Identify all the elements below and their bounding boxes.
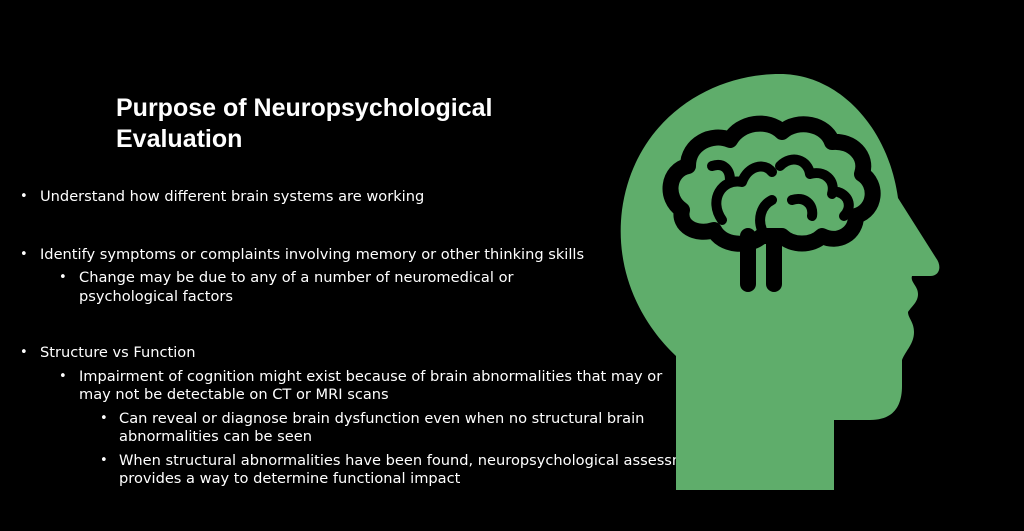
- bullet-text: Identify symptoms or complaints involvin…: [40, 245, 585, 263]
- bullet-marker: •: [20, 189, 28, 204]
- bullet-item: • Identify symptoms or complaints involv…: [20, 246, 640, 265]
- bullet-list: • Understand how different brain systems…: [20, 188, 710, 489]
- bullet-text: Can reveal or diagnose brain dysfunction…: [119, 409, 645, 446]
- bullet-marker: •: [100, 452, 108, 468]
- bullet-text: When structural abnormalities have been …: [119, 451, 711, 488]
- bullet-text: Impairment of cognition might exist beca…: [79, 367, 663, 404]
- brain-icon: [662, 115, 881, 292]
- bullet-text: Understand how different brain systems a…: [40, 188, 425, 205]
- bullet-item: • Understand how different brain systems…: [20, 188, 640, 207]
- bullet-text: Structure vs Function: [40, 344, 196, 361]
- brain-fold: [755, 194, 818, 235]
- brain-fold: [707, 160, 735, 185]
- head-with-brain-icon: [620, 74, 940, 490]
- brain-stem: [740, 228, 782, 292]
- brain-fold: [775, 154, 838, 199]
- brain-fold: [833, 187, 854, 221]
- bullet-marker: •: [59, 270, 67, 285]
- bullet-marker: •: [20, 345, 28, 360]
- bullet-marker: •: [100, 410, 108, 426]
- bullet-item: • Structure vs Function: [20, 344, 640, 363]
- sub-sub-bullet-item: • When structural abnormalities have bee…: [20, 452, 719, 489]
- bullet-marker: •: [59, 368, 67, 384]
- brain-fold: [711, 161, 777, 225]
- sub-bullet-item: • Impairment of cognition might exist be…: [20, 368, 669, 405]
- sub-sub-bullet-item: • Can reveal or diagnose brain dysfuncti…: [20, 410, 729, 447]
- bullet-text: Change may be due to any of a number of …: [79, 269, 514, 305]
- slide-title: Purpose of Neuropsychological Evaluation: [116, 94, 493, 153]
- bullet-marker: •: [20, 246, 28, 262]
- sub-bullet-item: • Change may be due to any of a number o…: [20, 269, 579, 306]
